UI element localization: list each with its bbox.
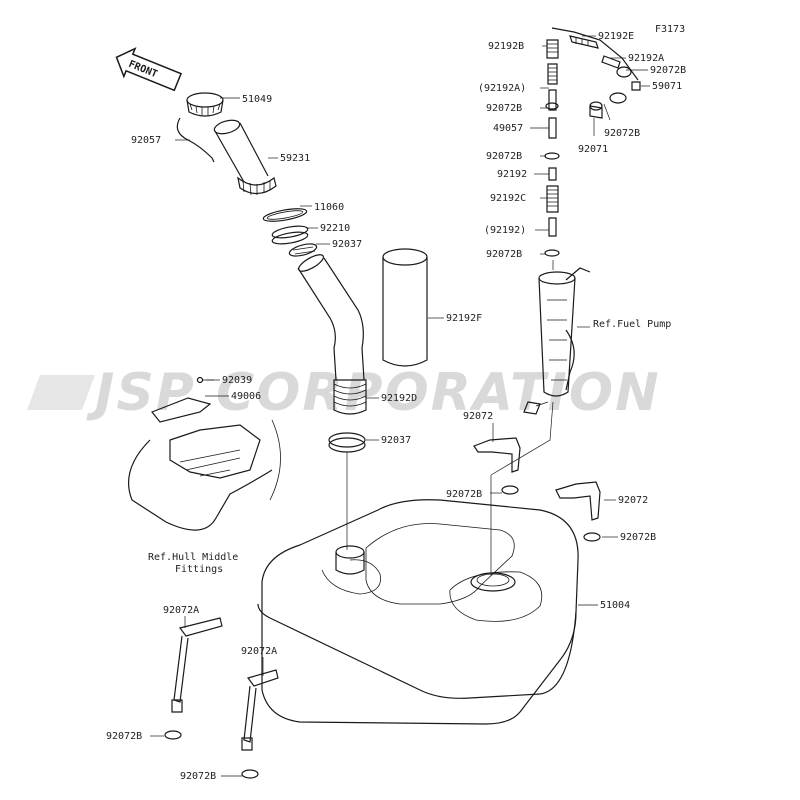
label-92210: 92210 [320,223,350,234]
label-11060: 11060 [314,202,344,213]
ring-92210 [271,225,309,245]
label-92072B-6: 92072B [446,489,482,500]
label-92072B-5: 92072B [486,249,522,260]
leader-lines [150,35,650,777]
plate-49006 [151,397,212,423]
fuel-cap [186,92,224,117]
label-92072B-top: 92072B [650,65,686,76]
ref-hull-line2: Fittings [175,564,223,575]
label-59231: 59231 [280,153,310,164]
label-92192D: 92192D [381,393,417,404]
label-92072A-right: 92072A [241,646,277,657]
strap-left [171,617,223,713]
label-92072A-left: 92072A [163,605,199,616]
label-92192A-paren: (92192A) [478,83,526,94]
clip-right [583,532,601,542]
part-labels: 51049 92057 59231 11060 92210 92037 9219… [106,31,686,782]
label-92192F: 92192F [446,313,482,324]
label-49006: 49006 [231,391,261,402]
label-92192C: 92192C [490,193,526,204]
sleeve-tube [382,248,428,367]
label-92072-right: 92072 [618,495,648,506]
label-92192E: 92192E [598,31,634,42]
clip-left [164,730,182,740]
filler-hose [297,254,367,415]
figure-code: F3173 [655,24,685,35]
label-92192A: 92192A [628,53,664,64]
filler-neck [213,119,277,196]
label-92072B-7: 92072B [620,532,656,543]
label-92072-upper: 92072 [463,411,493,422]
gasket [262,208,308,222]
clamp-lower [328,432,366,453]
label-51049: 51049 [242,94,272,105]
label-51004: 51004 [600,600,630,611]
front-arrow-icon: FRONT [115,47,183,92]
watermark-text: JSP CORPORATION [86,363,661,423]
strap-right [555,481,601,521]
clip-center [241,769,259,779]
label-92192B: 92192B [488,41,524,52]
label-92039: 92039 [222,375,252,386]
fuel-tank [257,499,579,725]
clamp-upper [288,243,318,257]
hull-fittings [128,419,281,531]
ref-hull-line1: Ref.Hull Middle [148,552,238,563]
label-92037-upper: 92037 [332,239,362,250]
fuel-pump-ref [523,267,591,415]
label-49057: 49057 [493,123,523,134]
label-92037-lower: 92037 [381,435,411,446]
label-59071: 59071 [652,81,682,92]
label-92072B-bottom1: 92072B [106,731,142,742]
clip-upper [501,485,519,495]
label-92057: 92057 [131,135,161,146]
label-92072B-2: 92072B [486,103,522,114]
label-92072B-3: 92072B [604,128,640,139]
label-92071: 92071 [578,144,608,155]
strap-center [241,669,279,751]
label-92192: 92192 [497,169,527,180]
watermark: JSP CORPORATION [27,363,661,423]
hose-stack [544,27,641,270]
label-92072B-bottom2: 92072B [180,771,216,782]
ref-fuel-pump: Ref.Fuel Pump [593,319,671,330]
label-92072B-4: 92072B [486,151,522,162]
label-92192-paren: (92192) [484,225,526,236]
strap-upper [473,437,521,473]
